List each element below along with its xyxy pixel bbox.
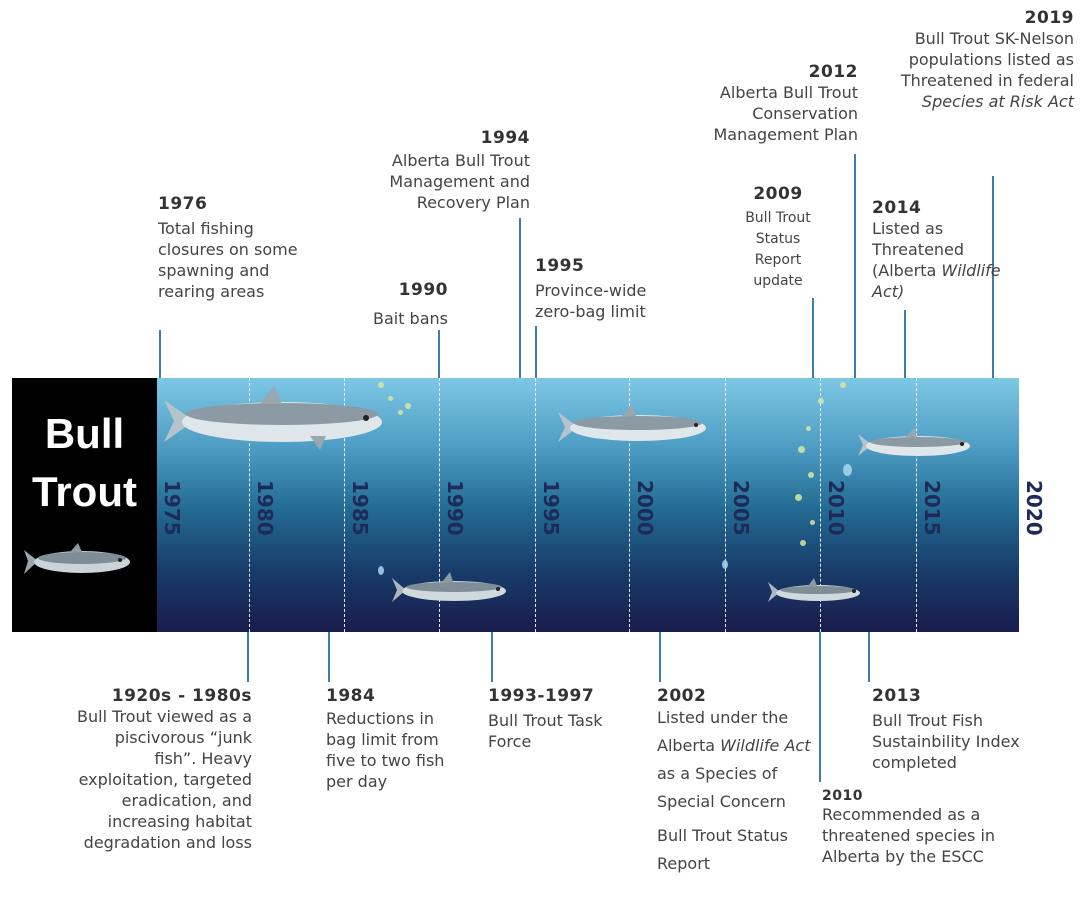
bubble (398, 410, 403, 415)
event-year: 2010 (822, 788, 1032, 804)
event-1920s-1980s: 1920s - 1980s Bull Trout viewed as a pis… (76, 686, 252, 853)
event-text: Listed as Threatened (Alberta Wildlife A… (872, 218, 1012, 302)
bubble (405, 403, 411, 409)
event-1995: 1995 Province-wide zero-bag limit (535, 256, 685, 322)
event-year: 2012 (690, 62, 858, 82)
tick-label: 2015 (920, 480, 944, 536)
bubble (798, 446, 805, 453)
bubble (795, 494, 802, 501)
gridline (916, 378, 917, 632)
connector-line (438, 330, 440, 378)
tick-label: 1990 (443, 480, 467, 536)
event-2012: 2012 Alberta Bull Trout Conservation Man… (690, 62, 858, 145)
connector-line (247, 632, 249, 682)
event-2019: 2019 Bull Trout SK-Nelson populations li… (898, 8, 1074, 112)
event-year: 2009 (738, 184, 818, 204)
event-1990: 1990 Bait bans (330, 280, 448, 329)
fish-icon (856, 426, 976, 464)
gridline (725, 378, 726, 632)
connector-line (535, 326, 537, 378)
fish-icon (390, 570, 512, 610)
event-text-b: Species at Risk Act (922, 92, 1074, 111)
bubble (843, 464, 852, 476)
connector-line (659, 632, 661, 682)
connector-line (854, 154, 856, 378)
event-1976: 1976 Total fishing closures on some spaw… (158, 194, 318, 302)
event-text: Reductions in bag limit from five to two… (326, 708, 466, 792)
event-text: Bait bans (330, 308, 448, 329)
event-2009: 2009 Bull Trout Status Report update (738, 184, 818, 292)
connector-line (904, 310, 906, 378)
event-2014: 2014 Listed as Threatened (Alberta Wildl… (872, 198, 1012, 302)
event-2010: 2010 Recommended as a threatened species… (822, 788, 1032, 867)
event-1994: 1994 Alberta Bull Trout Management and R… (344, 128, 530, 213)
event-year: 1976 (158, 194, 318, 214)
event-year: 1920s - 1980s (76, 686, 252, 706)
event-year: 2013 (872, 686, 1042, 706)
event-text-b: Wildlife Act (720, 736, 810, 755)
gridline (535, 378, 536, 632)
connector-line (812, 298, 814, 378)
tick-label: 1995 (539, 480, 563, 536)
event-text-d: Bull Trout Status Report (657, 822, 791, 878)
event-text: Alberta Bull Trout Conservation Manageme… (690, 82, 858, 145)
event-text: Bull Trout Fish Sustainbility Index comp… (872, 710, 1042, 773)
bubble (722, 560, 728, 569)
bubble (840, 382, 846, 388)
event-year: 1984 (326, 686, 466, 706)
connector-line (819, 632, 821, 782)
event-year: 1994 (344, 128, 530, 148)
event-1993-1997: 1993-1997 Bull Trout Task Force (488, 686, 638, 752)
tick-label: 2000 (633, 480, 657, 536)
event-year: 2019 (898, 8, 1074, 28)
tick-label: 1985 (348, 480, 372, 536)
bubble (818, 398, 824, 404)
event-year: 1993-1997 (488, 686, 638, 706)
bubble (810, 520, 815, 525)
bubble (806, 426, 811, 431)
bubble (378, 566, 384, 575)
event-year: 1995 (535, 256, 685, 276)
bubble (808, 472, 814, 478)
event-text-c: as a Species of Special Concern (657, 764, 786, 811)
event-text: Province-wide zero-bag limit (535, 280, 685, 322)
fish-icon (556, 402, 712, 452)
tick-label: 2010 (824, 480, 848, 536)
event-text: Bull Trout Task Force (488, 710, 638, 752)
fish-icon (160, 384, 392, 458)
title-line1: Bull (12, 410, 157, 458)
tick-label: 2020 (1022, 480, 1046, 536)
event-text: Total fishing closures on some spawning … (158, 218, 318, 302)
event-text-a: Bull Trout SK-Nelson populations listed … (898, 28, 1074, 91)
tick-label: 2005 (729, 480, 753, 536)
event-text: Listed under the Alberta Wildlife Act as… (657, 704, 817, 816)
event-text: Bull Trout Status Report update (738, 208, 818, 292)
connector-line (491, 632, 493, 682)
connector-line (159, 330, 161, 378)
connector-line (868, 632, 870, 682)
event-year: 2014 (872, 198, 1012, 218)
event-text: Recommended as a threatened species in A… (822, 804, 1032, 867)
event-1984: 1984 Reductions in bag limit from five t… (326, 686, 466, 792)
connector-line (519, 218, 521, 378)
title-line2: Trout (12, 468, 157, 516)
event-text: Alberta Bull Trout Management and Recove… (344, 150, 530, 213)
tick-label: 1980 (253, 480, 277, 536)
connector-line (328, 632, 330, 682)
bubble (800, 540, 806, 546)
event-2013: 2013 Bull Trout Fish Sustainbility Index… (872, 686, 1042, 773)
event-year: 2002 (657, 686, 817, 706)
event-year: 1990 (330, 280, 448, 300)
event-2002: 2002 Listed under the Alberta Wildlife A… (657, 686, 817, 878)
fish-icon (20, 540, 140, 582)
tick-label: 1975 (160, 480, 184, 536)
fish-icon (766, 576, 866, 608)
event-text: Bull Trout viewed as a piscivorous “junk… (76, 706, 252, 853)
